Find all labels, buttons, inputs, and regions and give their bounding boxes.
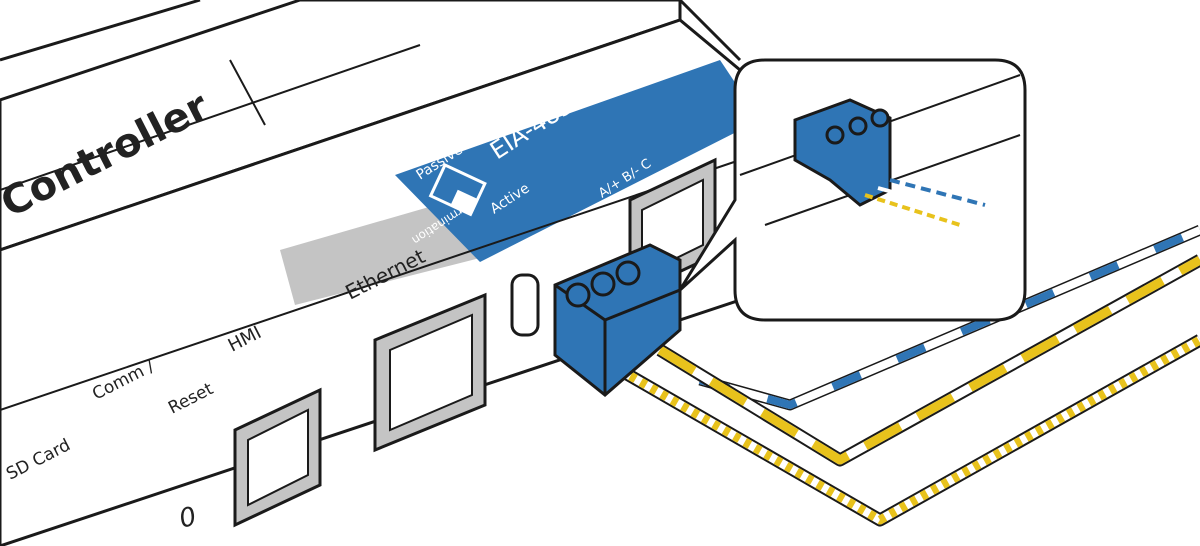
callout-zoom — [678, 58, 1027, 322]
controller-body — [0, 0, 760, 546]
callout-wires — [864, 178, 986, 227]
sd-card-port[interactable] — [233, 387, 322, 528]
screw-icon — [565, 282, 591, 308]
callout-connector — [793, 98, 892, 207]
screw-icon — [615, 260, 641, 286]
cables — [616, 224, 1200, 527]
led-indicator: 0 — [176, 502, 200, 535]
reset-button[interactable] — [510, 273, 540, 337]
eia485-strip — [395, 60, 760, 262]
ethernet-port[interactable] — [373, 292, 487, 453]
terminal-block-connector[interactable] — [553, 243, 682, 397]
top-face — [0, 0, 682, 252]
termination-switch[interactable] — [428, 163, 487, 217]
screw-icon — [590, 271, 616, 297]
yellow-cable-b — [616, 334, 1200, 527]
ethernet-strip — [280, 198, 480, 305]
